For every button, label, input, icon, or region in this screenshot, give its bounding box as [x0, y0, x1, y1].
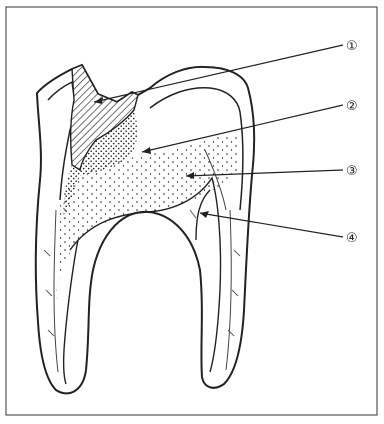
label-3: ③	[346, 164, 358, 179]
label-2: ②	[346, 99, 358, 114]
label-4: ④	[346, 231, 358, 246]
label-1: ①	[346, 39, 358, 54]
